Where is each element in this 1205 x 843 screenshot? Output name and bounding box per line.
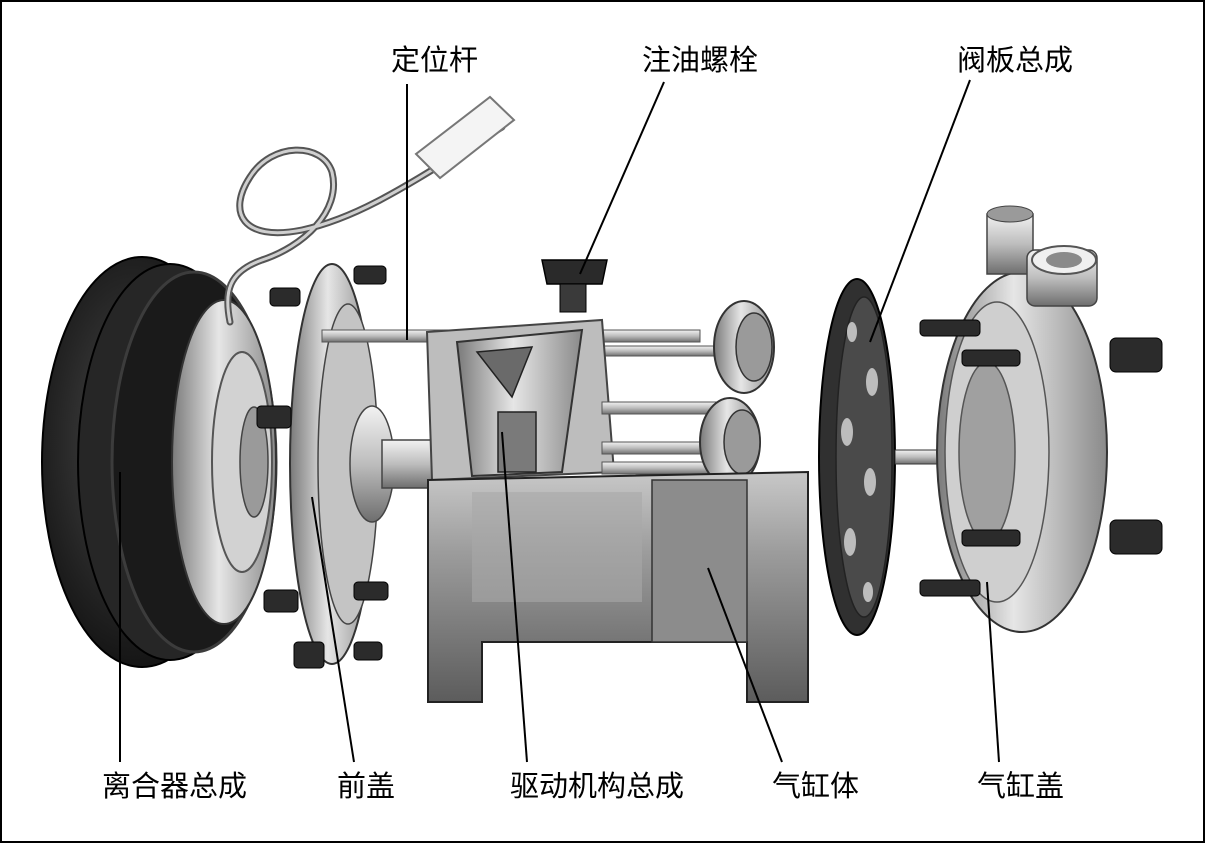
leader-cylinder-head (986, 581, 1000, 763)
label-valve-plate-assembly: 阀板总成 (957, 43, 1074, 77)
label-oil-fill-bolt: 注油螺栓 (642, 43, 759, 77)
leader-valve-plate (869, 79, 971, 343)
cylinder-head-part (919, 205, 1163, 633)
leader-drive-mechanism (501, 431, 528, 763)
label-front-cover: 前盖 (337, 769, 396, 803)
front-cover-part (256, 263, 433, 669)
leader-front-cover (311, 496, 355, 763)
leader-lines (119, 79, 1000, 763)
label-cylinder-head: 气缸盖 (977, 769, 1065, 803)
valve-plate-part (818, 278, 948, 636)
label-cylinder-body: 气缸体 (772, 769, 860, 803)
leader-oil-fill-bolt (579, 81, 665, 275)
oil-fill-bolt-part (541, 259, 608, 313)
clutch-assembly-part (41, 95, 516, 668)
label-drive-mechanism-assembly: 驱动机构总成 (510, 769, 685, 803)
cylinder-body-part (427, 470, 809, 703)
label-clutch-assembly: 离合器总成 (102, 769, 248, 803)
drive-mechanism-part (425, 300, 775, 487)
label-locating-rod: 定位杆 (391, 43, 479, 77)
leader-cylinder-body (707, 567, 783, 763)
